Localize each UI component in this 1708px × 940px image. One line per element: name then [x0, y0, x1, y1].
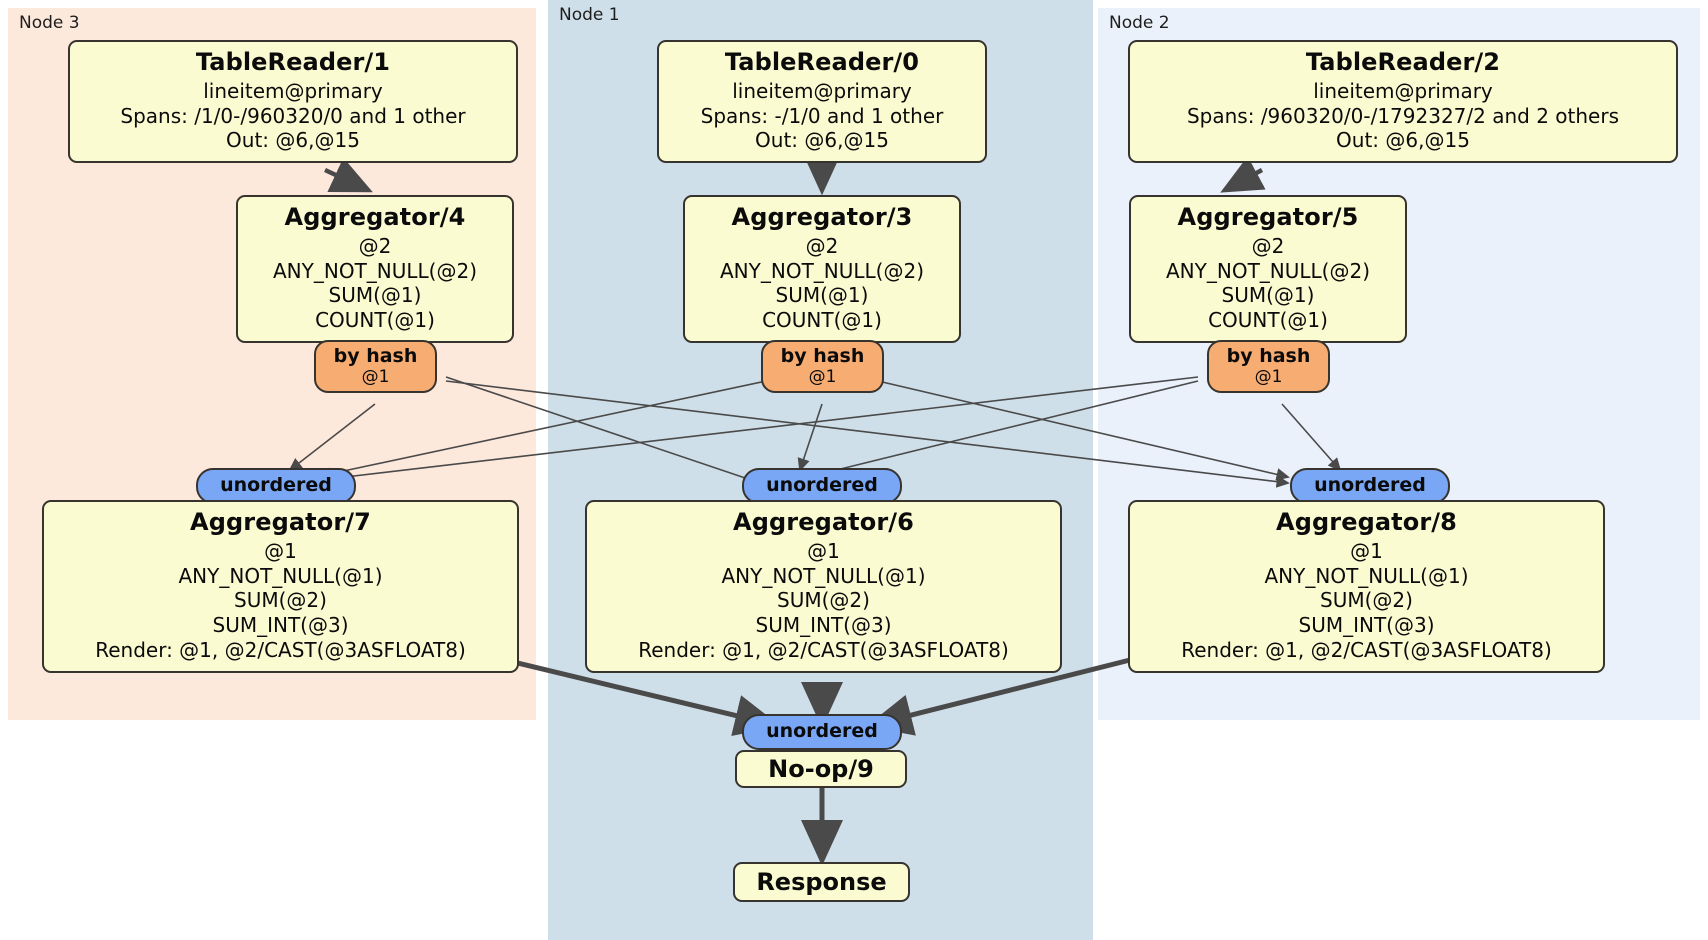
processor-title: Aggregator/6: [733, 508, 914, 536]
processor-title: Aggregator/5: [1177, 203, 1359, 231]
synchronizer-label: unordered: [220, 474, 332, 497]
router-column: @1: [808, 366, 837, 387]
processor-line: @2: [1251, 233, 1285, 258]
processor-line: Out: @6,@15: [226, 128, 360, 153]
processor-line: SUM_INT(@3): [1298, 613, 1435, 638]
processor-line: lineitem@primary: [1313, 78, 1493, 103]
output-router-by-hash-left[interactable]: by hash @1: [314, 340, 437, 393]
processor-line: @1: [264, 538, 297, 563]
node-region-label: Node 2: [1109, 13, 1170, 33]
processor-tablereader-0[interactable]: TableReader/0 lineitem@primary Spans: -/…: [657, 40, 987, 164]
synchronizer-label: unordered: [766, 474, 878, 497]
processor-line: SUM_INT(@3): [212, 613, 349, 638]
processor-line: ANY_NOT_NULL(@1): [1264, 563, 1469, 588]
input-synchronizer-unordered-right[interactable]: unordered: [1290, 468, 1450, 504]
processor-line: COUNT(@1): [1208, 308, 1328, 333]
processor-line: SUM(@1): [1221, 283, 1315, 308]
output-router-by-hash-middle[interactable]: by hash @1: [761, 340, 884, 393]
processor-line: SUM(@1): [775, 283, 869, 308]
processor-line: COUNT(@1): [315, 308, 435, 333]
processor-aggregator-4[interactable]: Aggregator/4 @2 ANY_NOT_NULL(@2) SUM(@1)…: [236, 195, 514, 343]
processor-line: ANY_NOT_NULL(@2): [1166, 258, 1370, 283]
processor-line: Out: @6,@15: [1336, 128, 1470, 153]
processor-title: TableReader/0: [724, 48, 920, 76]
processor-line: @2: [358, 233, 392, 258]
processor-line: Out: @6,@15: [755, 128, 889, 153]
output-router-by-hash-right[interactable]: by hash @1: [1207, 340, 1330, 393]
processor-title: Response: [756, 868, 887, 896]
processor-line: ANY_NOT_NULL(@2): [720, 258, 924, 283]
input-synchronizer-unordered-middle[interactable]: unordered: [742, 468, 902, 504]
processor-line: ANY_NOT_NULL(@1): [178, 563, 383, 588]
processor-line: SUM(@1): [328, 283, 422, 308]
processor-tablereader-2[interactable]: TableReader/2 lineitem@primary Spans: /9…: [1128, 40, 1678, 164]
processor-aggregator-7[interactable]: Aggregator/7 @1 ANY_NOT_NULL(@1) SUM(@2)…: [42, 500, 519, 673]
processor-aggregator-6[interactable]: Aggregator/6 @1 ANY_NOT_NULL(@1) SUM(@2)…: [585, 500, 1062, 673]
processor-aggregator-8[interactable]: Aggregator/8 @1 ANY_NOT_NULL(@1) SUM(@2)…: [1128, 500, 1605, 673]
router-label: by hash: [780, 344, 865, 367]
node-region-label: Node 1: [559, 5, 620, 25]
router-label: by hash: [333, 344, 418, 367]
processor-line: Spans: -/1/0 and 1 other: [700, 103, 944, 128]
processor-line: lineitem@primary: [732, 78, 912, 103]
processor-render-line: Render: @1, @2/CAST(@3ASFLOAT8): [95, 637, 466, 662]
synchronizer-label: unordered: [766, 720, 878, 743]
node-region-label: Node 3: [19, 13, 80, 33]
router-column: @1: [1254, 366, 1283, 387]
processor-render-line: Render: @1, @2/CAST(@3ASFLOAT8): [1181, 637, 1552, 662]
processor-render-line: Render: @1, @2/CAST(@3ASFLOAT8): [638, 637, 1009, 662]
processor-line: SUM(@2): [777, 588, 870, 613]
processor-title: Aggregator/3: [731, 203, 913, 231]
processor-line: @2: [805, 233, 839, 258]
processor-aggregator-3[interactable]: Aggregator/3 @2 ANY_NOT_NULL(@2) SUM(@1)…: [683, 195, 961, 343]
processor-line: lineitem@primary: [203, 78, 383, 103]
router-label: by hash: [1226, 344, 1311, 367]
processor-title: Aggregator/4: [284, 203, 466, 231]
processor-line: COUNT(@1): [762, 308, 882, 333]
input-synchronizer-unordered-left[interactable]: unordered: [196, 468, 356, 504]
processor-line: Spans: /960320/0-/1792327/2 and 2 others: [1186, 103, 1619, 128]
processor-noop-9[interactable]: No-op/9: [735, 750, 907, 788]
router-column: @1: [361, 366, 390, 387]
processor-line: ANY_NOT_NULL(@2): [273, 258, 477, 283]
processor-title: No-op/9: [768, 755, 874, 783]
processor-title: Aggregator/8: [1276, 508, 1457, 536]
processor-title: TableReader/1: [195, 48, 391, 76]
input-synchronizer-unordered-final[interactable]: unordered: [742, 714, 902, 750]
processor-title: TableReader/2: [1305, 48, 1501, 76]
processor-tablereader-1[interactable]: TableReader/1 lineitem@primary Spans: /1…: [68, 40, 518, 164]
processor-line: SUM(@2): [234, 588, 327, 613]
processor-line: Spans: /1/0-/960320/0 and 1 other: [120, 103, 466, 128]
processor-response[interactable]: Response: [733, 862, 910, 902]
processor-line: ANY_NOT_NULL(@1): [721, 563, 926, 588]
processor-line: @1: [1350, 538, 1383, 563]
processor-line: SUM_INT(@3): [755, 613, 892, 638]
processor-title: Aggregator/7: [190, 508, 371, 536]
synchronizer-label: unordered: [1314, 474, 1426, 497]
processor-line: SUM(@2): [1320, 588, 1413, 613]
processor-line: @1: [807, 538, 840, 563]
processor-aggregator-5[interactable]: Aggregator/5 @2 ANY_NOT_NULL(@2) SUM(@1)…: [1129, 195, 1407, 343]
